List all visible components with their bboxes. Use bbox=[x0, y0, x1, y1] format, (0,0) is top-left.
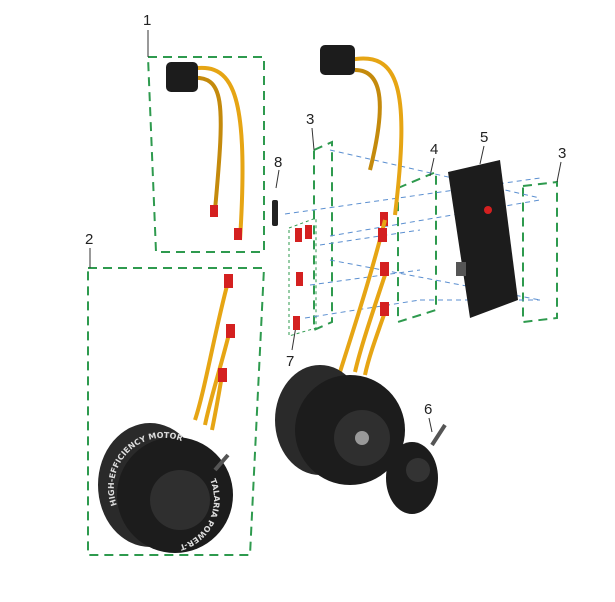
group-box-3-left bbox=[313, 140, 333, 332]
callout-8: 8 bbox=[274, 154, 282, 171]
bolt-8 bbox=[272, 200, 278, 226]
callout-1: 1 bbox=[143, 12, 151, 29]
wiring-harness-2 bbox=[320, 45, 404, 226]
callout-7: 7 bbox=[286, 353, 294, 370]
connectors-7 bbox=[293, 225, 312, 330]
controller-5 bbox=[448, 160, 518, 318]
callout-6: 6 bbox=[424, 401, 432, 418]
callout-2: 2 bbox=[85, 231, 93, 248]
callout-3-right: 3 bbox=[558, 145, 566, 162]
group-box-3-right bbox=[522, 180, 558, 324]
callout-5: 5 bbox=[480, 129, 488, 146]
group-box-1 bbox=[146, 56, 265, 253]
sensor-cover-6 bbox=[386, 423, 447, 514]
callout-4: 4 bbox=[430, 141, 438, 158]
callout-3-left: 3 bbox=[306, 111, 314, 128]
motor-2: HIGH-EFFICIENCY MOTOR TALARIA POWER-TECH bbox=[0, 0, 233, 553]
motor-main bbox=[275, 365, 405, 485]
group-box-2 bbox=[87, 267, 266, 556]
alignment-lines bbox=[284, 149, 541, 319]
group-box-4 bbox=[397, 170, 437, 324]
wiring-harness-1 bbox=[166, 62, 245, 241]
group-box-7 bbox=[288, 217, 317, 337]
